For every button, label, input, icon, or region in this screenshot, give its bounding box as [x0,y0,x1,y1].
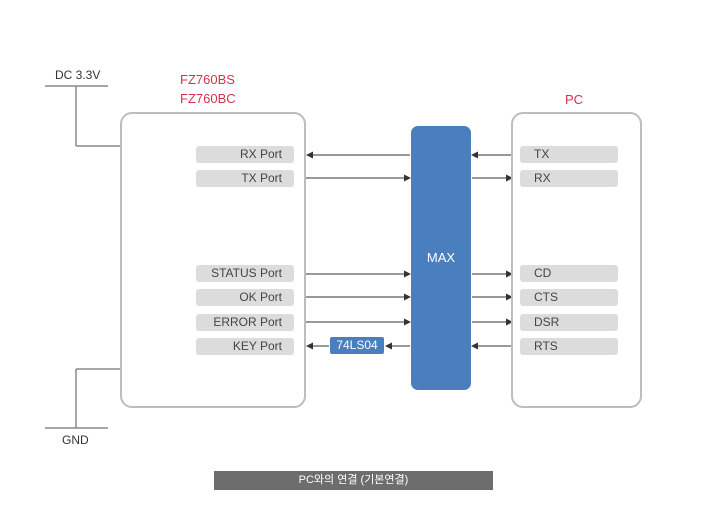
device-title-line2: FZ760BC [180,91,236,106]
device-port-status: STATUS Port [196,265,294,282]
device-port-rx: RX Port [196,146,294,163]
device-port-key: KEY Port [196,338,294,355]
inverter-chip: 74LS04 [330,337,384,354]
pc-port-rx: RX [520,170,618,187]
pc-port-rts: RTS [520,338,618,355]
gnd-wire [45,368,121,429]
device-port-error: ERROR Port [196,314,294,331]
pc-port-cd: CD [520,265,618,282]
max-label: MAX [426,250,456,265]
pc-title: PC [565,92,584,107]
pc-port-dsr: DSR [520,314,618,331]
device-port-tx: TX Port [196,170,294,187]
pc-port-cts: CTS [520,289,618,306]
figure-caption: PC와의 연결 (기본연결) [214,471,493,490]
pc-port-tx: TX [520,146,618,163]
gnd-label: GND [62,433,89,447]
vcc-wire [45,85,121,147]
max-chip: MAX [411,126,471,390]
device-title-line1: FZ760BS [180,72,235,87]
vcc-label: DC 3.3V [55,68,101,82]
device-port-ok: OK Port [196,289,294,306]
